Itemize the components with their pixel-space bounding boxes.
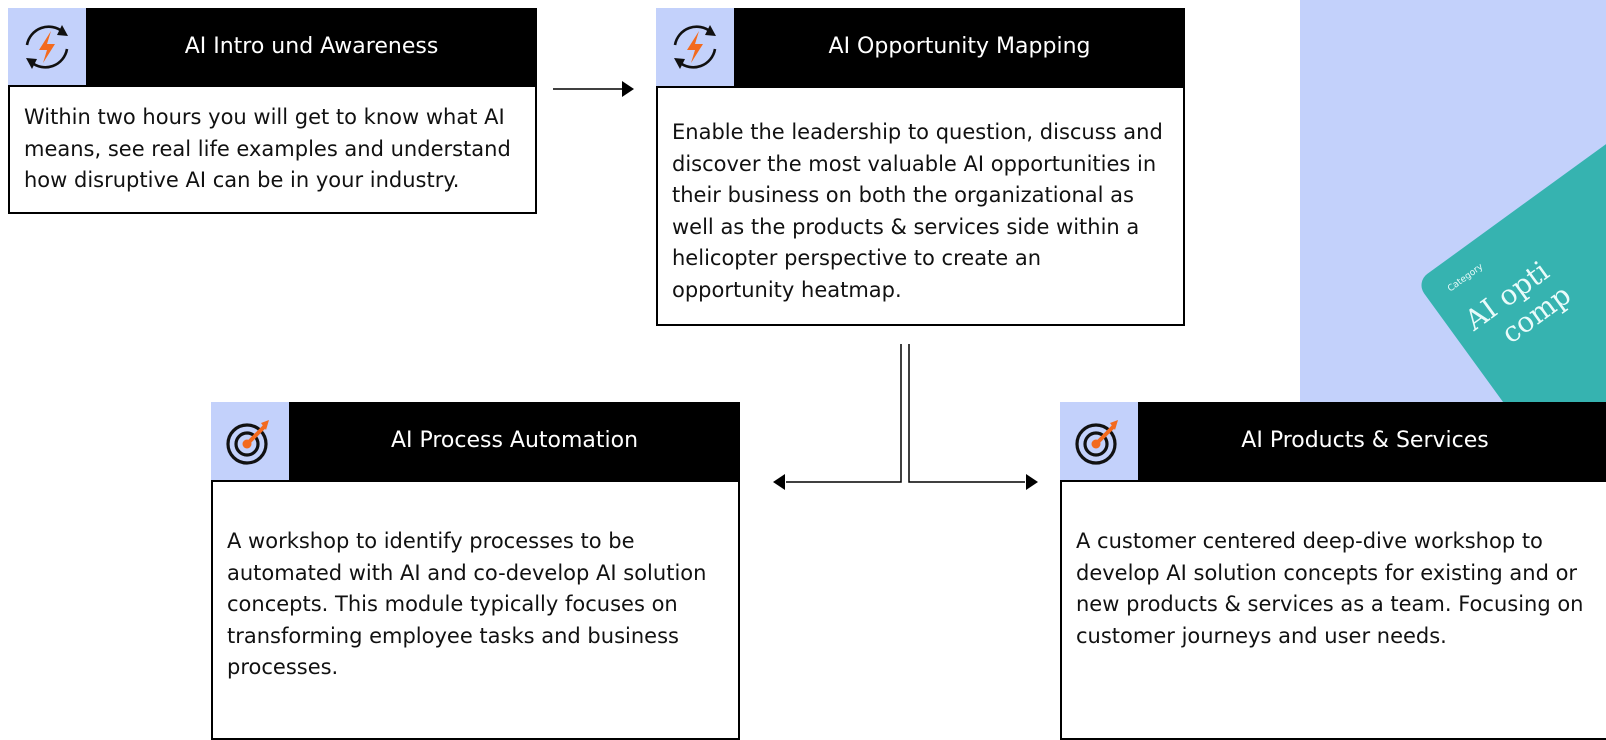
target-arrow-icon xyxy=(211,402,289,480)
card-header: AI Intro und Awareness xyxy=(8,8,537,86)
card-description: Enable the leadership to question, discu… xyxy=(672,120,1163,302)
card-description-box: A workshop to identify processes to be a… xyxy=(211,480,740,740)
lightning-refresh-icon xyxy=(656,8,734,86)
card-title: AI Intro und Awareness xyxy=(184,34,439,59)
target-arrow-icon xyxy=(1060,402,1138,480)
lightning-refresh-icon xyxy=(8,8,86,86)
card-description: Within two hours you will get to know wh… xyxy=(24,105,511,192)
card-title: AI Opportunity Mapping xyxy=(828,34,1091,59)
card-description: A customer centered deep-dive workshop t… xyxy=(1076,529,1584,648)
card-header: AI Opportunity Mapping xyxy=(656,8,1185,86)
card-title: AI Products & Services xyxy=(1241,428,1489,453)
arrow-intro-to-mapping xyxy=(553,81,634,97)
card-header: AI Products & Services xyxy=(1060,402,1606,480)
card-description-box: Within two hours you will get to know wh… xyxy=(8,85,537,214)
card-description: A workshop to identify processes to be a… xyxy=(227,529,707,679)
card-description-box: Enable the leadership to question, discu… xyxy=(656,86,1185,326)
card-title: AI Process Automation xyxy=(390,428,639,453)
card-ai-opportunity-mapping: AI Opportunity Mapping Enable the leader… xyxy=(656,8,1185,326)
teal-card-shape xyxy=(1421,93,1606,447)
card-ai-process-automation: AI Process Automation A workshop to iden… xyxy=(211,402,740,740)
card-description-box: A customer centered deep-dive workshop t… xyxy=(1060,480,1606,740)
arrow-mapping-to-process xyxy=(773,344,902,490)
card-header: AI Process Automation xyxy=(211,402,740,480)
card-ai-intro: AI Intro und Awareness Within two hours … xyxy=(8,8,537,214)
arrow-mapping-to-products xyxy=(908,344,1038,490)
card-ai-products-services: AI Products & Services A customer center… xyxy=(1060,402,1606,740)
decorative-card-illustration: Category AI opti comp xyxy=(1421,93,1606,447)
